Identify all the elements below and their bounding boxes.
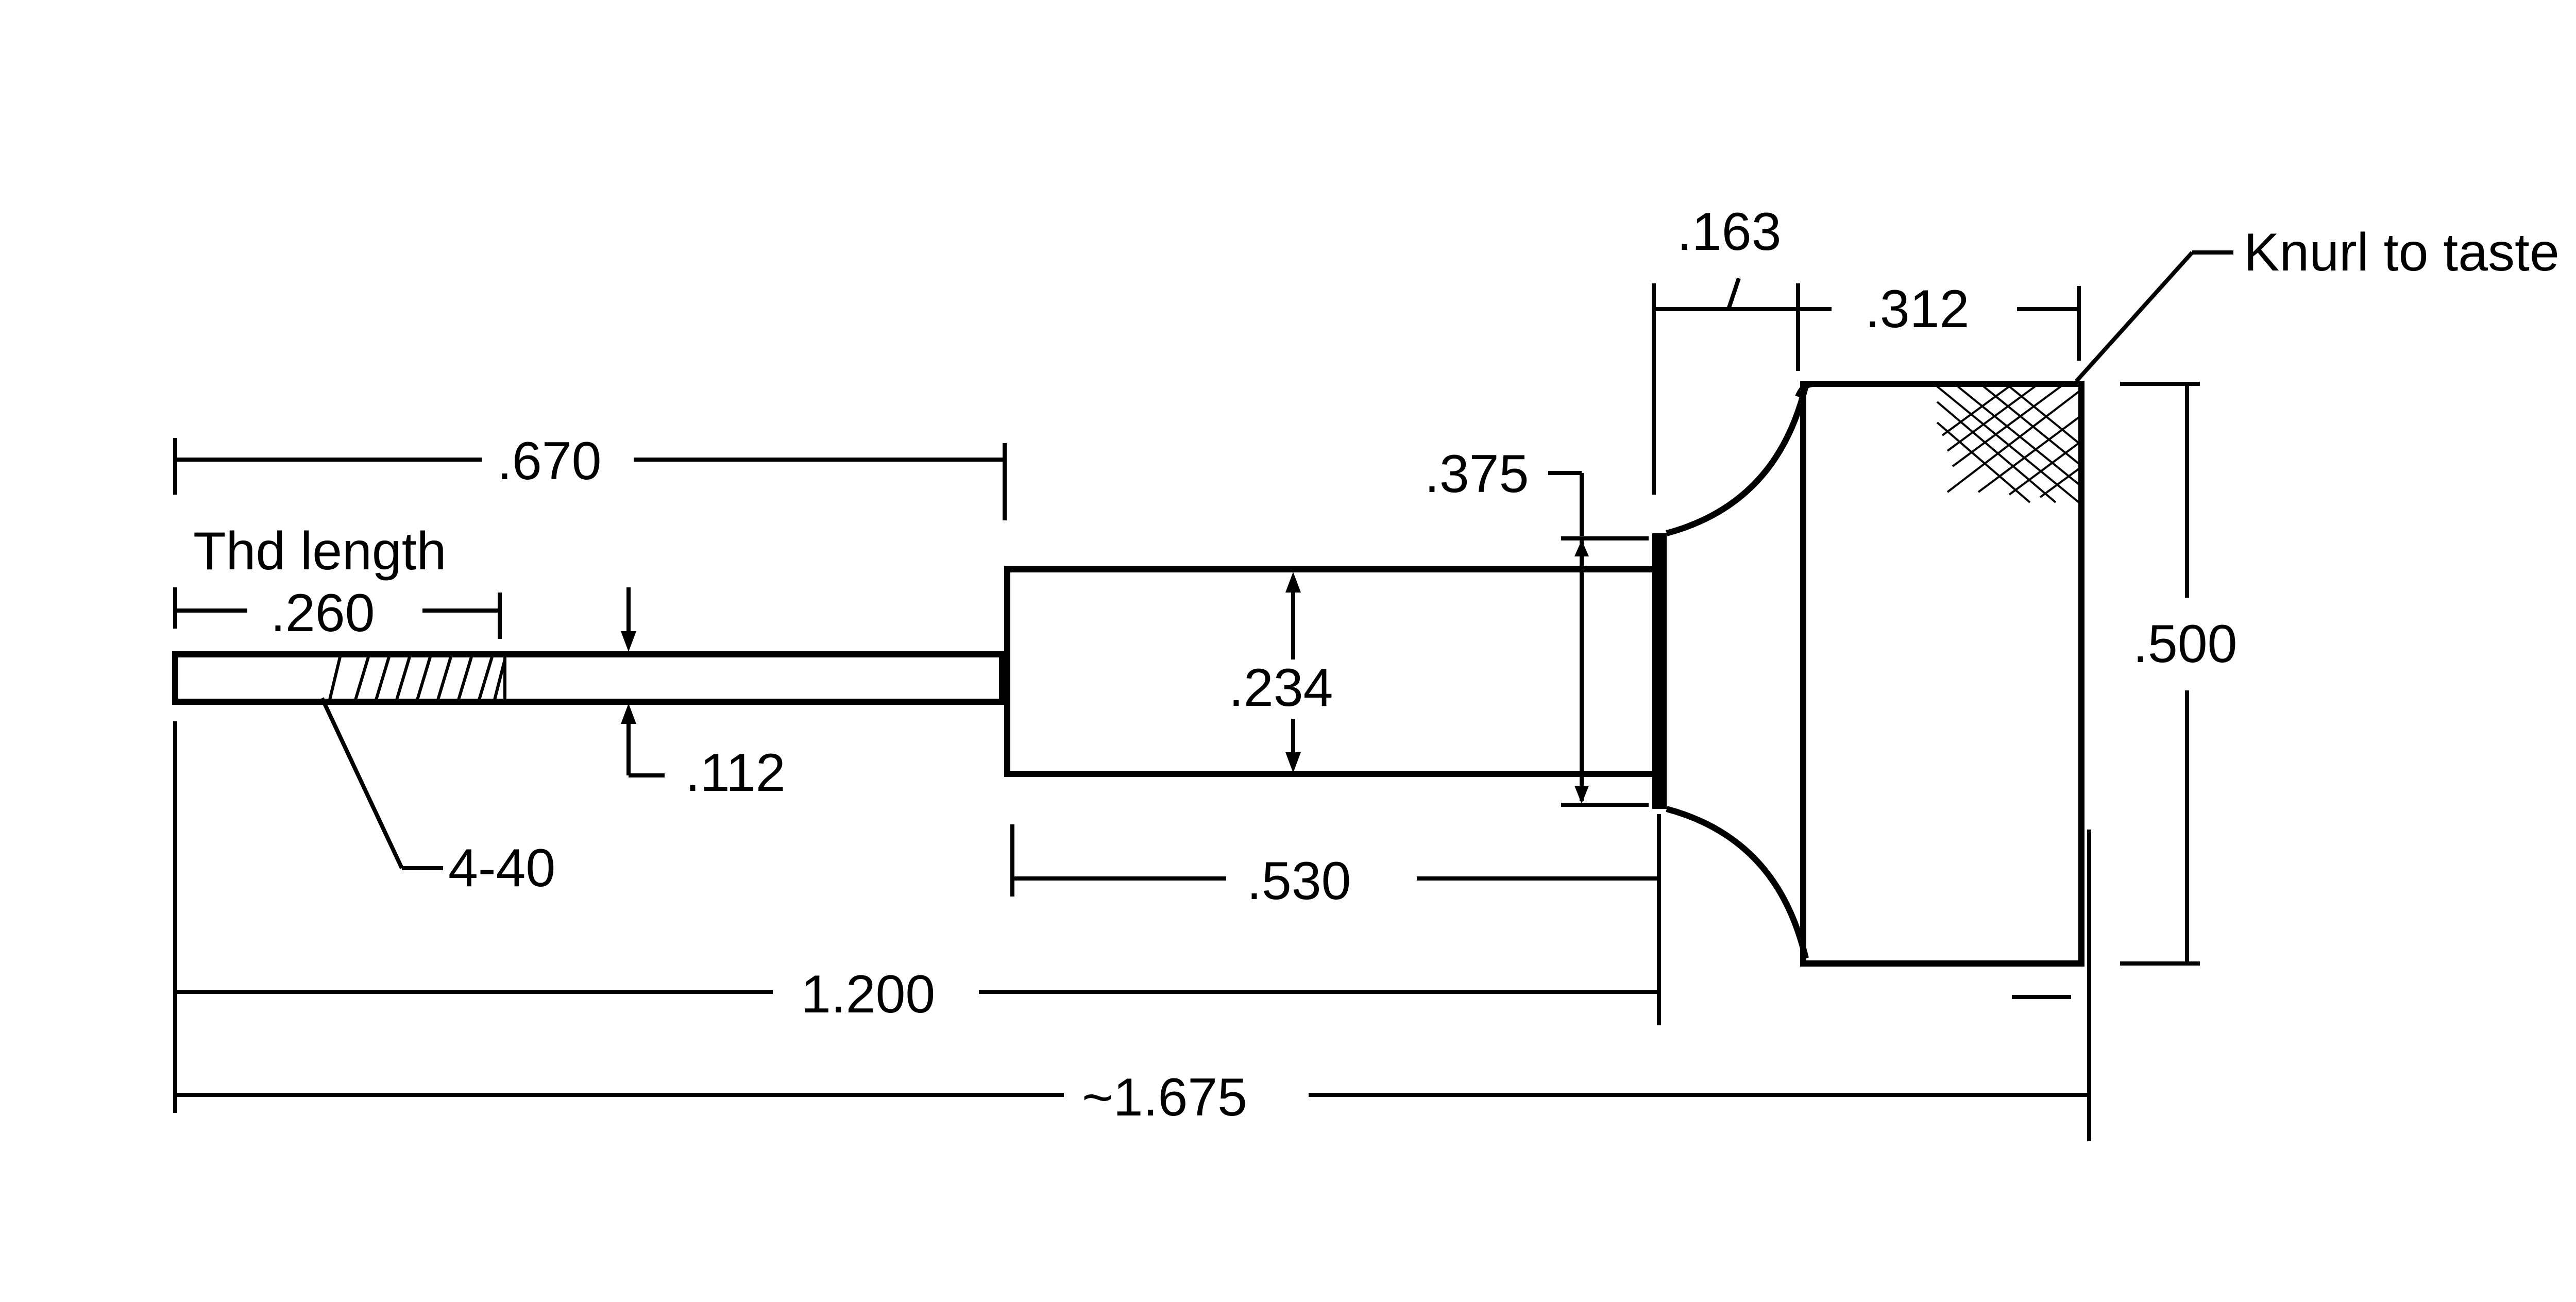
thread-hatching [328,654,506,702]
threaded-shaft [172,651,1005,705]
shoulder-plate [1652,533,1667,809]
dimension-lines [173,250,2233,1141]
label-overall-length: ~1.675 [1082,1068,1247,1127]
label-thread-diameter: .112 [685,743,786,803]
dimension-labels: .670 Thd length .260 .112 4-40 .234 .530… [193,202,2560,1127]
label-shoulder-diameter: .375 [1425,444,1529,504]
label-knob-length: .312 [1865,279,1969,339]
fillet-top-curve [1666,384,1809,536]
label-knurl-note: Knurl to taste [2244,223,2560,282]
label-thread-length: .260 [270,583,375,643]
label-body-diameter: .234 [1229,658,1333,718]
label-thread-spec: 4-40 [448,838,555,898]
label-length-to-knob: 1.200 [801,965,935,1024]
label-body-length: .530 [1247,851,1351,911]
body-cylinder [1004,566,1662,777]
label-thread-to-body: .670 [497,431,601,491]
knob [1800,381,2084,967]
fillet-bottom-curve [1666,806,1809,959]
label-fillet-width: .163 [1677,202,1781,262]
knurl-pattern [1936,385,2080,503]
label-thread-length-title: Thd length [193,521,446,581]
part-outline [172,381,2084,967]
label-knob-diameter: .500 [2133,614,2237,674]
